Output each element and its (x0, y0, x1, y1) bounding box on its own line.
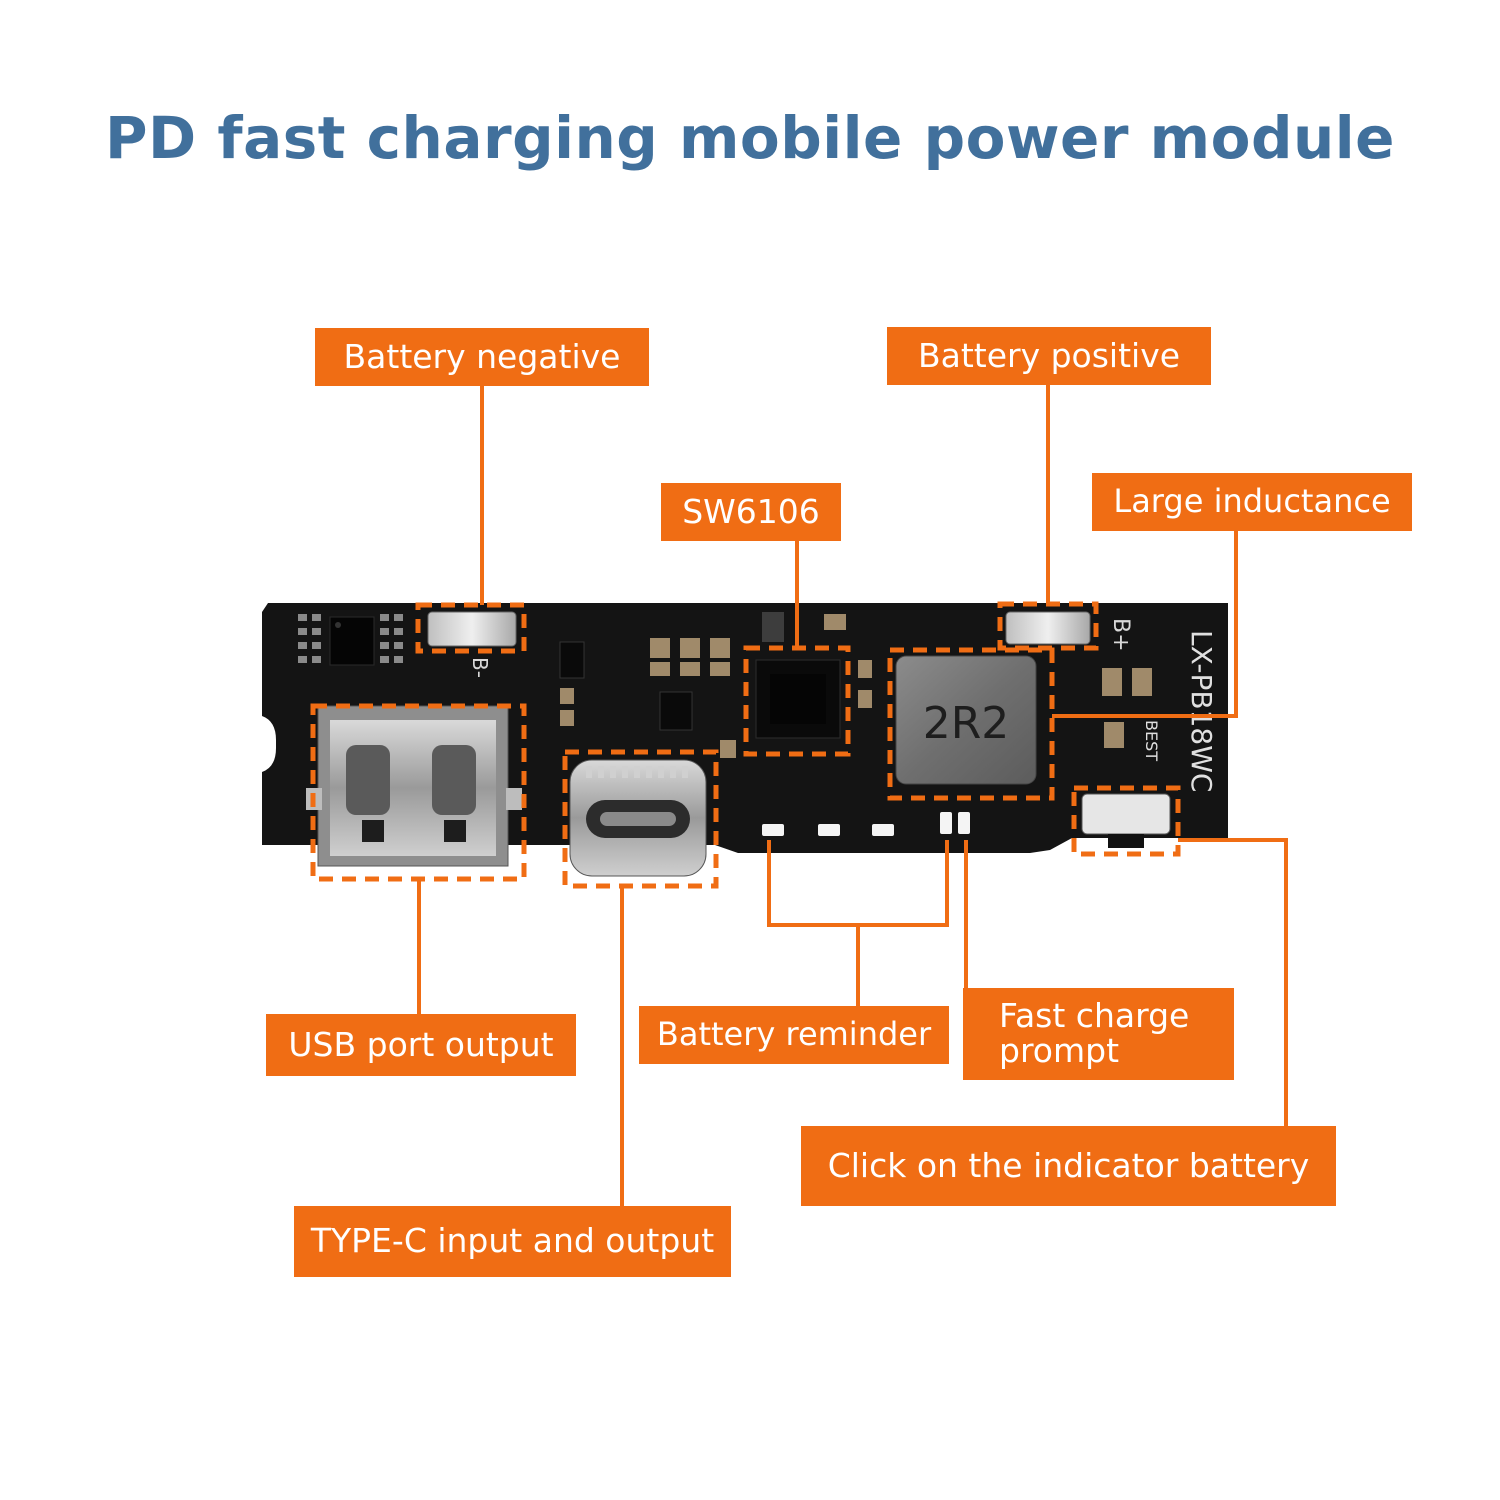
best-marking: BEST (1142, 720, 1161, 761)
small-transistor (559, 641, 585, 679)
smd-pads-left (298, 614, 403, 663)
label-fast-charge-prompt: Fast charge prompt (963, 988, 1234, 1080)
model-marking: LX-PB18WC (1185, 630, 1218, 792)
label-usb-port-output: USB port output (266, 1014, 576, 1076)
label-battery-reminder: Battery reminder (639, 1006, 949, 1064)
label-sw6106: SW6106 (661, 483, 841, 541)
inductor-marking: 2R2 (923, 698, 1010, 749)
label-click-indicator-battery: Click on the indicator battery (801, 1126, 1336, 1206)
inductor (895, 655, 1037, 785)
battery-negative-pad (427, 611, 517, 647)
label-typec-input-output: TYPE-C input and output (294, 1206, 731, 1277)
battery-positive-pad (1005, 611, 1091, 645)
capacitors (560, 614, 1152, 758)
label-large-inductance: Large inductance (1092, 473, 1412, 531)
small-chip (659, 691, 693, 731)
led-indicators (762, 812, 970, 836)
b-plus-marking: B+ (1108, 618, 1133, 652)
leader-lines (417, 385, 1288, 1206)
push-switch (1081, 793, 1171, 835)
b-minus-marking: B- (468, 657, 492, 678)
page-title: PD fast charging mobile power module (105, 104, 1395, 172)
label-battery-positive: Battery positive (887, 327, 1211, 385)
label-battery-negative: Battery negative (315, 328, 649, 386)
